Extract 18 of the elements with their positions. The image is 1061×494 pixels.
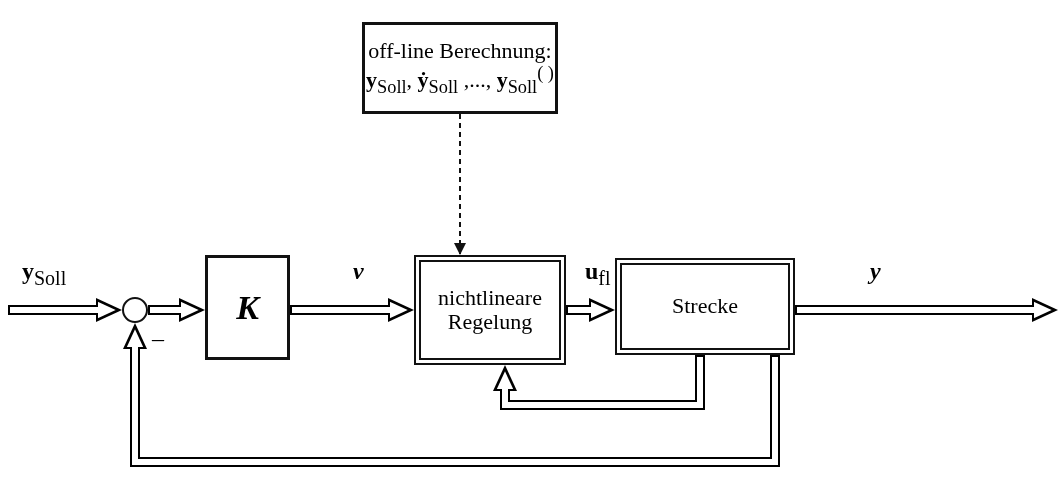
process-box xyxy=(205,255,290,360)
signal-arrow xyxy=(795,298,1058,322)
block-label: Strecke xyxy=(672,294,738,319)
signal-arrow xyxy=(290,298,414,322)
signal-arrow xyxy=(8,298,122,322)
sign-label: – xyxy=(152,325,164,352)
dashed-arrow xyxy=(454,113,466,256)
signal-arrow xyxy=(493,355,705,410)
process-box xyxy=(414,255,566,365)
signal-arrow xyxy=(148,298,205,322)
summing-junction xyxy=(122,297,148,323)
block-label: nichtlineare Regelung xyxy=(437,285,543,335)
block-label: off-line Berechnung: xyxy=(368,38,552,64)
gain-symbol: K xyxy=(236,288,259,327)
signal-arrow xyxy=(566,298,615,322)
process-box xyxy=(362,22,558,114)
process-box xyxy=(615,258,795,355)
signal-arrow xyxy=(123,323,780,467)
